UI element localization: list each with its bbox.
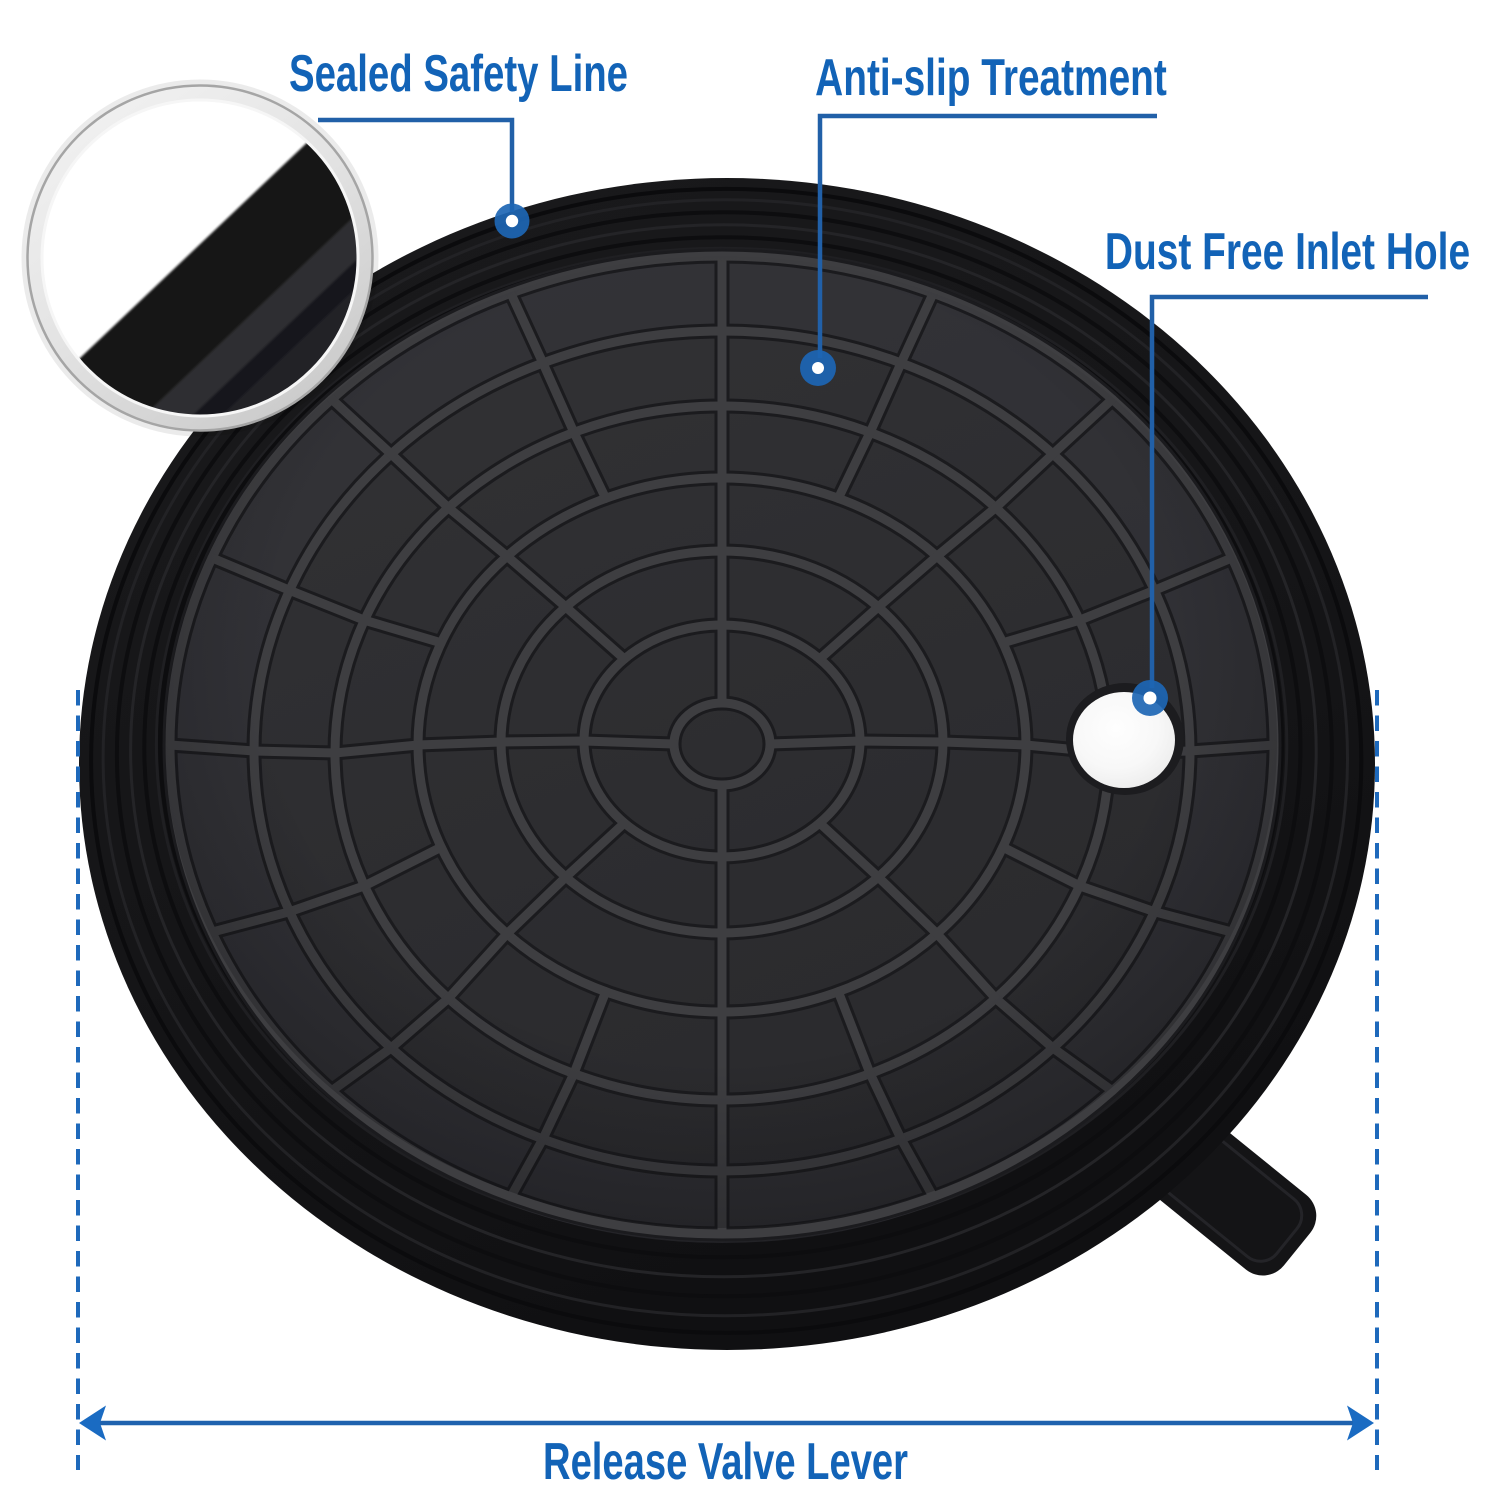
svg-text:Dust Free Inlet Hole: Dust Free Inlet Hole <box>1105 221 1470 280</box>
svg-text:Sealed Safety Line: Sealed Safety Line <box>289 44 628 102</box>
svg-text:Release Valve Lever: Release Valve Lever <box>543 1432 908 1490</box>
svg-text:Anti-slip Treatment: Anti-slip Treatment <box>815 47 1167 106</box>
